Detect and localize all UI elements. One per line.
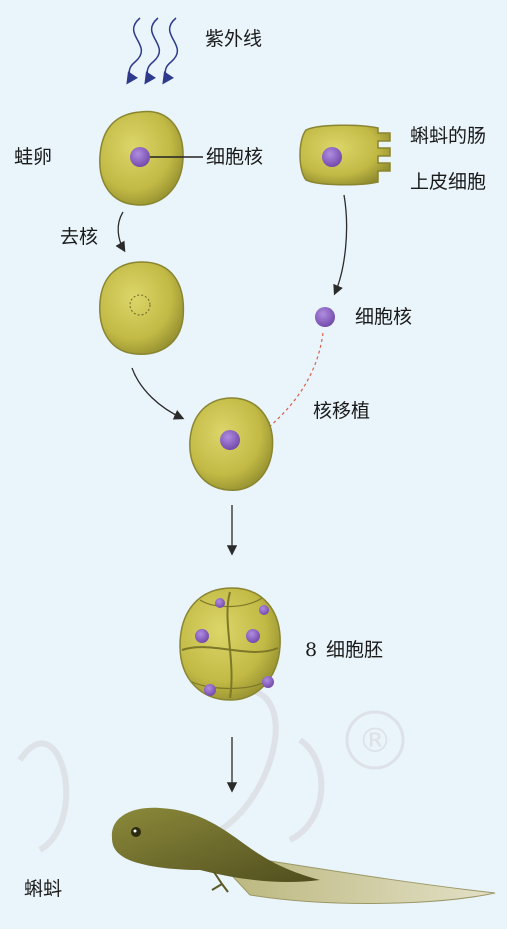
frog-egg-cell [99,110,203,206]
extract-nucleus-arrow [333,194,348,296]
uv-label: 紫外线 [205,28,263,50]
eight-cell-label: 细胞胚 [326,639,384,661]
watermark-symbol: ® [358,721,392,761]
registered-mark-icon [345,710,405,770]
intestine-cell-label-line2: 上皮细胞 [410,171,487,193]
tadpole-label: 蝌蚪 [24,878,63,900]
transplanted-nucleus [220,430,240,450]
epithelial-nucleus [322,147,342,167]
intestine-cell-label-line1: 蝌蚪的肠 [410,125,487,147]
frog-egg-label: 蛙卵 [14,146,53,168]
reconstructed-egg-cell [189,397,274,491]
egg-nucleus [130,147,150,167]
tadpole-icon [111,807,496,904]
uv-rays-icon [126,17,179,85]
enucleate-label: 去核 [60,226,99,248]
egg-nucleus-label: 细胞核 [206,146,264,168]
enucleate-arrow [115,211,126,253]
intestine-epithelial-cell [299,124,391,186]
removed-nucleus-outline [129,294,151,316]
eight-cell-number: 8 [305,639,318,661]
isolated-nucleus [315,307,335,327]
transfer-path [267,332,324,429]
nuclear-transfer-label: 核移植 [313,400,371,422]
enucleated-egg-cell [99,261,185,355]
isolated-nucleus-label: 细胞核 [355,306,413,328]
merge-arrow [131,367,185,420]
eight-cell-embryo [179,587,281,701]
watermark: ® [17,687,405,853]
